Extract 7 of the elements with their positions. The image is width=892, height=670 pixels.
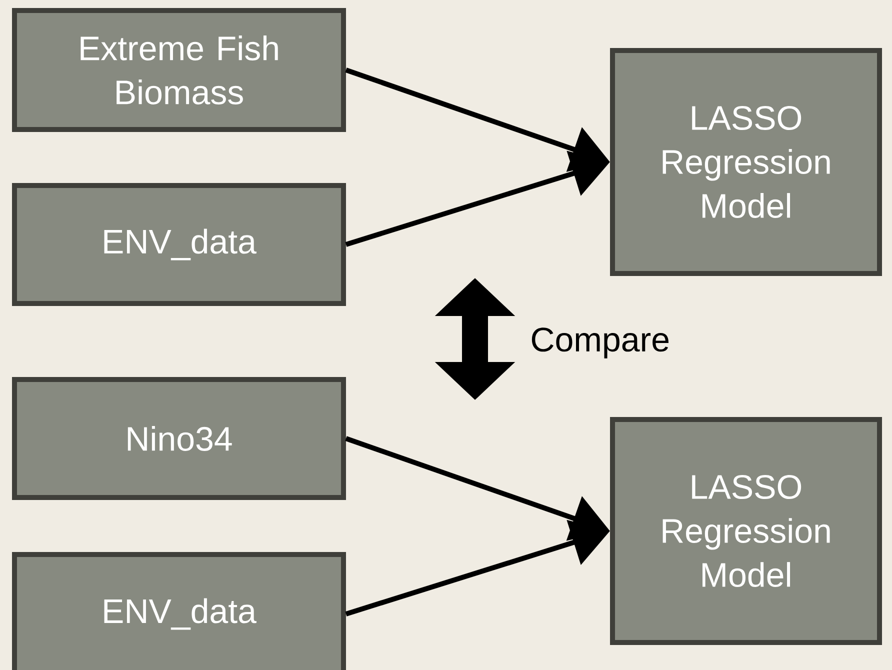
- process-box: LASSO Regression Model: [610, 48, 882, 276]
- process-box: ENV_data: [12, 552, 346, 670]
- compare-label: Compare: [532, 328, 668, 358]
- process-box: Extreme Fish Biomass: [12, 8, 346, 132]
- process-box: ENV_data: [12, 183, 346, 306]
- process-box: Nino34: [12, 377, 346, 500]
- process-box: LASSO Regression Model: [610, 417, 882, 645]
